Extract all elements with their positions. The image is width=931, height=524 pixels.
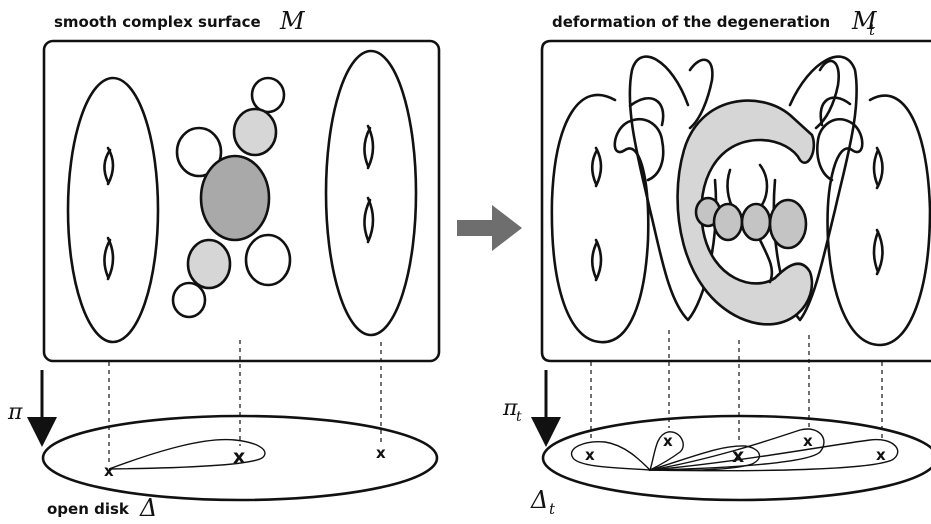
- left-title: smooth complex surface: [54, 13, 261, 31]
- disk-point-mark: x: [876, 446, 886, 464]
- loop-path: [108, 438, 266, 470]
- right-right-surface: [816, 94, 931, 347]
- right-map-subscript: t: [516, 409, 522, 425]
- left-surface-box: [42, 39, 441, 363]
- dark-component: [199, 154, 271, 242]
- right-title-subscript: t: [869, 21, 876, 39]
- disk-point-mark: x: [104, 462, 114, 480]
- right-disk-symbol: Δ: [530, 486, 548, 514]
- left-disk-label: open disk: [47, 500, 130, 518]
- right-left-surface: [550, 93, 665, 344]
- disk-point-mark: x: [663, 432, 673, 450]
- loop-paths: [570, 428, 899, 472]
- right-title-symbol: M: [851, 7, 878, 35]
- disk-point-mark: x: [803, 432, 813, 450]
- gray-component: [232, 107, 278, 157]
- right-genus-surface: [324, 49, 418, 337]
- central-gray-ring: [676, 99, 816, 326]
- disk-point-mark: x: [585, 446, 595, 464]
- deformation-arrow: [457, 205, 522, 251]
- singular-fiber-components: [171, 76, 292, 319]
- inner-component-chain: [694, 163, 808, 284]
- left-map-symbol: π: [7, 400, 23, 425]
- disk-point-mark: x: [233, 446, 245, 468]
- left-genus-surface: [66, 76, 160, 344]
- right-surface-box: [540, 39, 931, 363]
- right-title: deformation of the degeneration: [552, 13, 830, 31]
- left-open-disk: [41, 414, 439, 502]
- left-title-symbol: M: [279, 7, 306, 35]
- right-disk-subscript: t: [549, 500, 556, 518]
- disk-point-mark: x: [732, 445, 744, 467]
- right-map-symbol: π: [502, 396, 518, 421]
- right-disk: [541, 414, 931, 502]
- disk-point-mark: x: [376, 444, 386, 462]
- left-disk-symbol: Δ: [139, 494, 157, 522]
